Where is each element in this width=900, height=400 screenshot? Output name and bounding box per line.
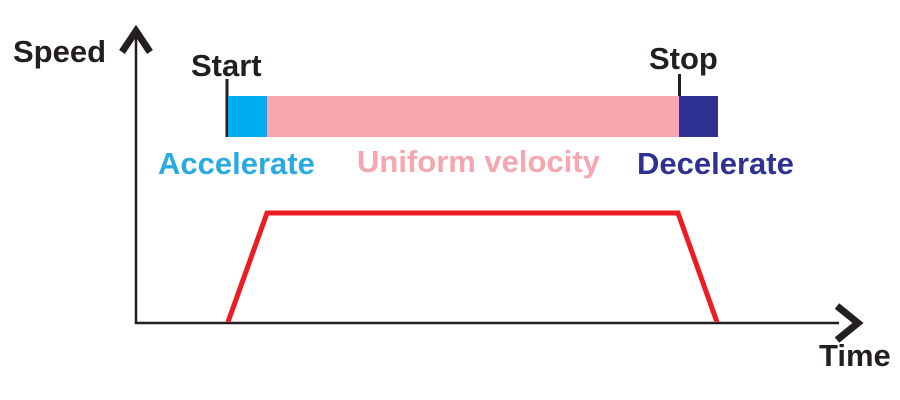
decelerate-bar-segment: [679, 96, 718, 137]
up-arrow-icon: [119, 24, 153, 54]
speed-curve: [225, 210, 720, 323]
y-axis-label: Speed: [13, 34, 107, 69]
stop-marker-label: Stop: [649, 41, 718, 76]
start-marker-label: Start: [191, 48, 262, 83]
right-arrow-icon: [834, 303, 864, 343]
accelerate-phase-label: Accelerate: [158, 146, 315, 181]
uniform-velocity-bar-segment: [267, 96, 679, 137]
x-axis-label: Time: [819, 338, 891, 373]
uniform-velocity-phase-label: Uniform velocity: [357, 144, 600, 179]
decelerate-phase-label: Decelerate: [637, 146, 794, 181]
accelerate-bar-segment: [228, 96, 267, 137]
